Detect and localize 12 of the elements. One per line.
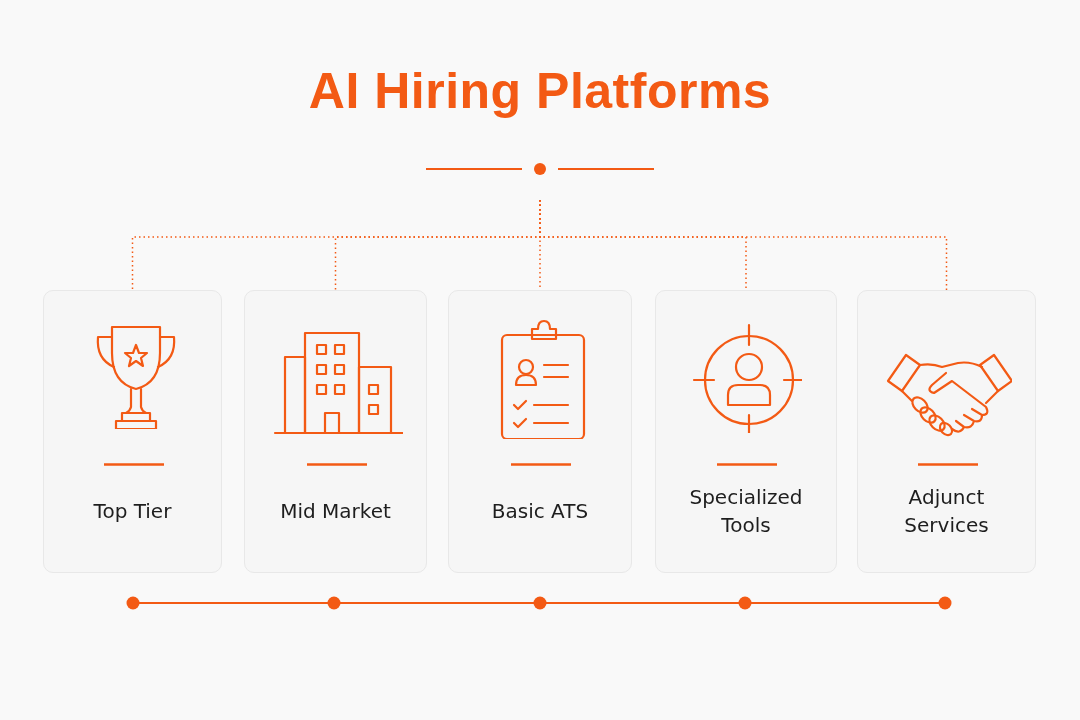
category-card xyxy=(244,290,427,573)
card-label: Mid Market xyxy=(280,498,391,525)
category-card xyxy=(448,290,632,573)
connector-line xyxy=(539,199,948,291)
category-card xyxy=(857,290,1036,573)
card-label: Specialized Tools xyxy=(688,484,804,539)
category-card xyxy=(43,290,222,573)
title: AI Hiring Platforms xyxy=(307,62,773,120)
card-label: Basic ATS xyxy=(491,498,589,525)
category-card xyxy=(655,290,837,573)
card-label: Top Tier xyxy=(93,498,172,525)
card-label: Adjunct Services xyxy=(903,484,990,539)
